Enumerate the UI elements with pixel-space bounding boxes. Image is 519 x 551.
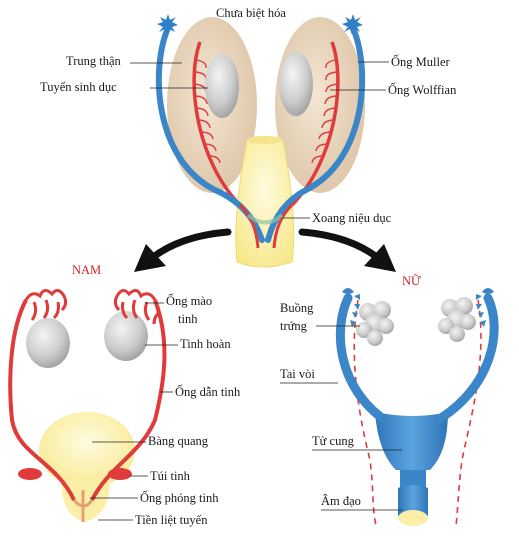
male-label: NAM: [72, 263, 101, 277]
testis-right: [104, 311, 148, 361]
female-label: NỮ: [402, 274, 421, 288]
epididymis-left: [24, 289, 68, 321]
bladder-label: Bàng quang: [148, 434, 209, 448]
epididymis-label-line2: tinh: [178, 312, 198, 326]
fimbria-right-icon: [342, 14, 363, 35]
testis-left: [26, 318, 70, 368]
mesonephric-tubules-right: [311, 59, 339, 164]
undifferentiated-stage: [155, 14, 366, 268]
muller-duct-label: Ống Muller: [391, 54, 451, 69]
male-reproductive-system: [8, 289, 167, 522]
wolffian-duct-label: Ống Wolffian: [388, 82, 457, 97]
wolffian-duct-left: [238, 203, 260, 249]
cervix: [400, 470, 426, 488]
seminal-vesicle-left: [18, 468, 42, 480]
ovary-right: [438, 297, 476, 342]
prostate-label: Tiền liệt tuyến: [135, 513, 208, 527]
fallopian-tube-right: [436, 293, 499, 423]
vagina-label: Âm đạo: [321, 494, 361, 508]
ovary-label-line2: trứng: [280, 319, 308, 333]
ovary-label-line1: Buồng: [280, 301, 314, 315]
wolffian-remnant-right: [455, 299, 482, 526]
muller-duct-right: [265, 25, 366, 243]
fimbria-left-icon: [157, 14, 178, 35]
wolffian-tubule-left: [192, 41, 242, 207]
epididymis-label-line1: Ống mào: [166, 293, 212, 308]
fimbriae-right-icon: [476, 288, 494, 327]
gonad-label: Tuyến sinh dục: [40, 80, 117, 94]
female-reproductive-system: [335, 288, 499, 526]
urogenital-sinus-label: Xoang niệu dục: [312, 211, 392, 225]
gonad-left: [205, 54, 239, 118]
duct-junction: [246, 213, 284, 225]
vas-deferens-left: [8, 299, 76, 501]
mesonephros-label: Trung thận: [66, 54, 122, 68]
fallopian-tube-label: Tai vòi: [280, 367, 315, 381]
vagina-opening: [398, 510, 428, 526]
seminal-vesicle-label: Túi tinh: [150, 469, 191, 483]
gonad-right: [279, 52, 313, 116]
epididymis-right: [113, 289, 161, 325]
testis-label: Tinh hoàn: [180, 337, 231, 351]
vas-deferens-right: [90, 299, 167, 501]
ovary-left: [356, 301, 394, 346]
bladder: [39, 412, 135, 488]
wolffian-remnant-left: [353, 299, 377, 526]
ejaculatory-duct-label: Ống phóng tinh: [140, 490, 219, 505]
undifferentiated-title: Chưa biệt hóa: [216, 6, 286, 20]
wolffian-duct-right: [272, 203, 294, 249]
uterus: [375, 412, 448, 470]
uterus-label: Tử cung: [312, 434, 355, 448]
arrow-to-male-icon: [134, 228, 232, 272]
vas-deferens-label: Ống dẫn tinh: [175, 384, 241, 399]
fallopian-tube-left: [335, 293, 387, 423]
fimbriae-left-icon: [342, 288, 360, 327]
sinus-opening: [247, 136, 283, 144]
vagina: [398, 485, 428, 516]
arrow-to-female-icon: [298, 228, 396, 272]
